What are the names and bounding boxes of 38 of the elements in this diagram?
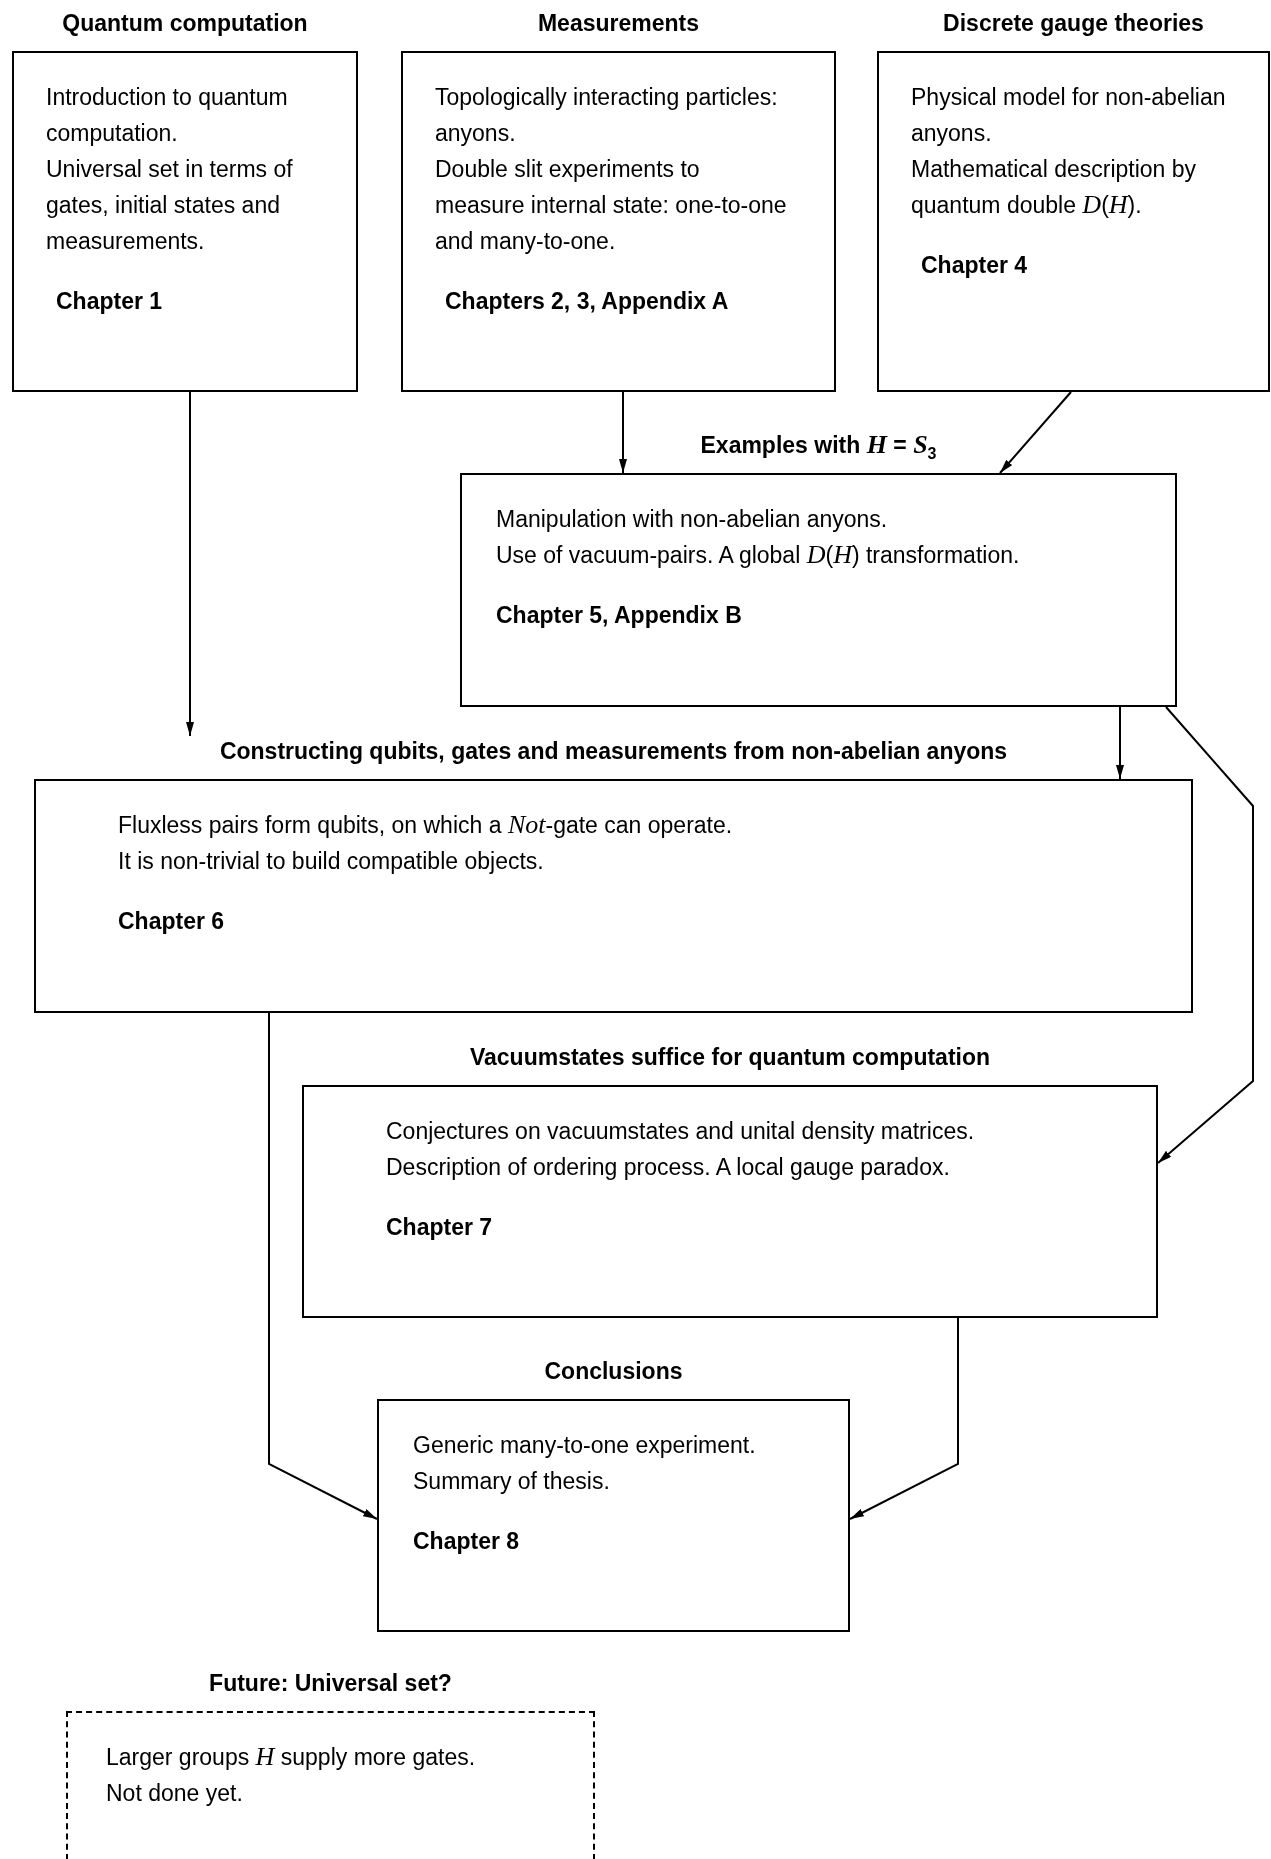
description-text: Topologically interacting particles: anyons. xyxy=(435,83,779,148)
arrow xyxy=(268,1012,378,1520)
description-text: Generic many-to-one experiment. xyxy=(413,1431,757,1460)
box-heading: Discrete gauge theories xyxy=(943,10,1204,36)
description-text: Introduction to quantum computation. xyxy=(46,83,289,148)
arrow xyxy=(619,391,627,474)
arrow xyxy=(849,1317,959,1520)
description-text: Manipulation with non-abelian anyons. xyxy=(496,505,889,534)
chapter-label: Chapter 5, Appendix B xyxy=(496,601,742,630)
arrow xyxy=(999,391,1072,474)
arrow xyxy=(1157,706,1254,1164)
box-heading: Quantum computation xyxy=(62,10,308,36)
box-heading: Measurements xyxy=(537,10,700,36)
description-text: Mathematical description by quantum double D(H). xyxy=(911,155,1198,221)
description-text: Double slit experiments to measure internal state: one-to-one and many-to-one. xyxy=(435,155,788,256)
arrow xyxy=(1116,706,1124,780)
box-heading: Vacuumstates suffice for quantum computation xyxy=(469,1044,991,1070)
arrow xyxy=(186,391,194,737)
box-heading: Constructing qubits, gates and measurements from non-abelian anyons xyxy=(219,738,1008,764)
chapter-label: Chapter 6 xyxy=(118,907,225,936)
description-text: Conjectures on vacuumstates and unital density matrices. xyxy=(386,1117,976,1146)
description-text: Summary of thesis. xyxy=(413,1467,611,1496)
box-heading: Future: Universal set? xyxy=(209,1670,452,1696)
description-text: Larger groups H supply more gates. xyxy=(106,1741,477,1773)
chapter-label: Chapter 4 xyxy=(921,251,1028,280)
description-text: Universal set in terms of gates, initial states and measurements. xyxy=(46,155,294,256)
description-text: Physical model for non-abelian anyons. xyxy=(911,83,1227,148)
chapter-label: Chapter 1 xyxy=(56,287,163,316)
description-text: It is non-trivial to build compatible objects. xyxy=(118,847,545,876)
box-heading: Examples with H = S$_{3}$ xyxy=(700,432,937,458)
description-text: Fluxless pairs form qubits, on which a Not-gate can operate. xyxy=(118,809,734,841)
chapter-label: Chapter 8 xyxy=(413,1527,520,1556)
description-text: Not done yet. xyxy=(106,1779,244,1808)
chapter-label: Chapters 2, 3, Appendix A xyxy=(445,287,729,316)
description-text: Use of vacuum-pairs. A global D(H) transformation. xyxy=(496,539,1021,571)
description-text: Description of ordering process. A local gauge paradox. xyxy=(386,1153,951,1182)
chapter-label: Chapter 7 xyxy=(386,1213,493,1242)
box-heading: Conclusions xyxy=(544,1358,683,1384)
